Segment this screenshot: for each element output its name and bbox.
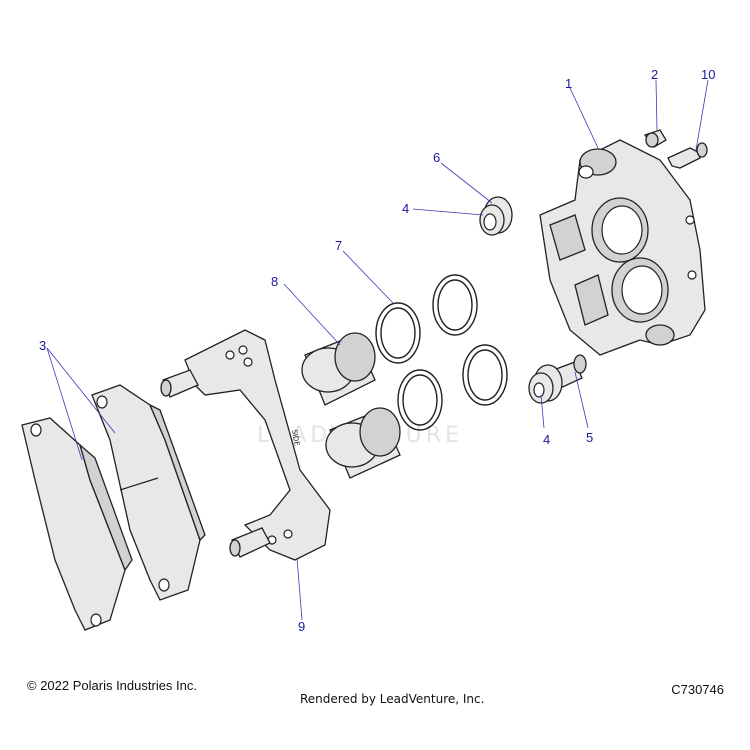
bleeder-cap[interactable]: [643, 129, 667, 148]
callout-7: 7: [335, 238, 342, 253]
callout-10: 10: [701, 67, 715, 82]
leader-lines: [46, 79, 709, 621]
callout-2: 2: [651, 67, 658, 82]
bracket-stamp: SIDE: [290, 429, 301, 446]
callout-6: 6: [433, 150, 440, 165]
callouts: 1 2 10 6 4 7 8 3 4 5 9: [39, 67, 715, 634]
callout-1: 1: [565, 76, 572, 91]
callout-5: 5: [586, 430, 593, 445]
callout-4-upper: 4: [402, 201, 409, 216]
callout-8: 8: [271, 274, 278, 289]
diagram-code: C730746: [671, 682, 724, 697]
callout-9: 9: [298, 619, 305, 634]
callout-4-lower: 4: [543, 432, 550, 447]
mounting-bracket[interactable]: SIDE: [160, 329, 331, 561]
upper-pin-boot[interactable]: [479, 196, 513, 236]
callout-3: 3: [39, 338, 46, 353]
caliper-body[interactable]: [539, 139, 706, 356]
copyright-text: © 2022 Polaris Industries Inc.: [27, 678, 197, 693]
piston-seals[interactable]: [375, 274, 508, 431]
brake-pads[interactable]: [21, 384, 206, 631]
bleeder-screw[interactable]: [667, 142, 708, 169]
lower-slide-pin[interactable]: [528, 354, 587, 404]
rendered-by-text: Rendered by LeadVenture, Inc.: [300, 692, 485, 706]
pistons[interactable]: [301, 332, 401, 479]
